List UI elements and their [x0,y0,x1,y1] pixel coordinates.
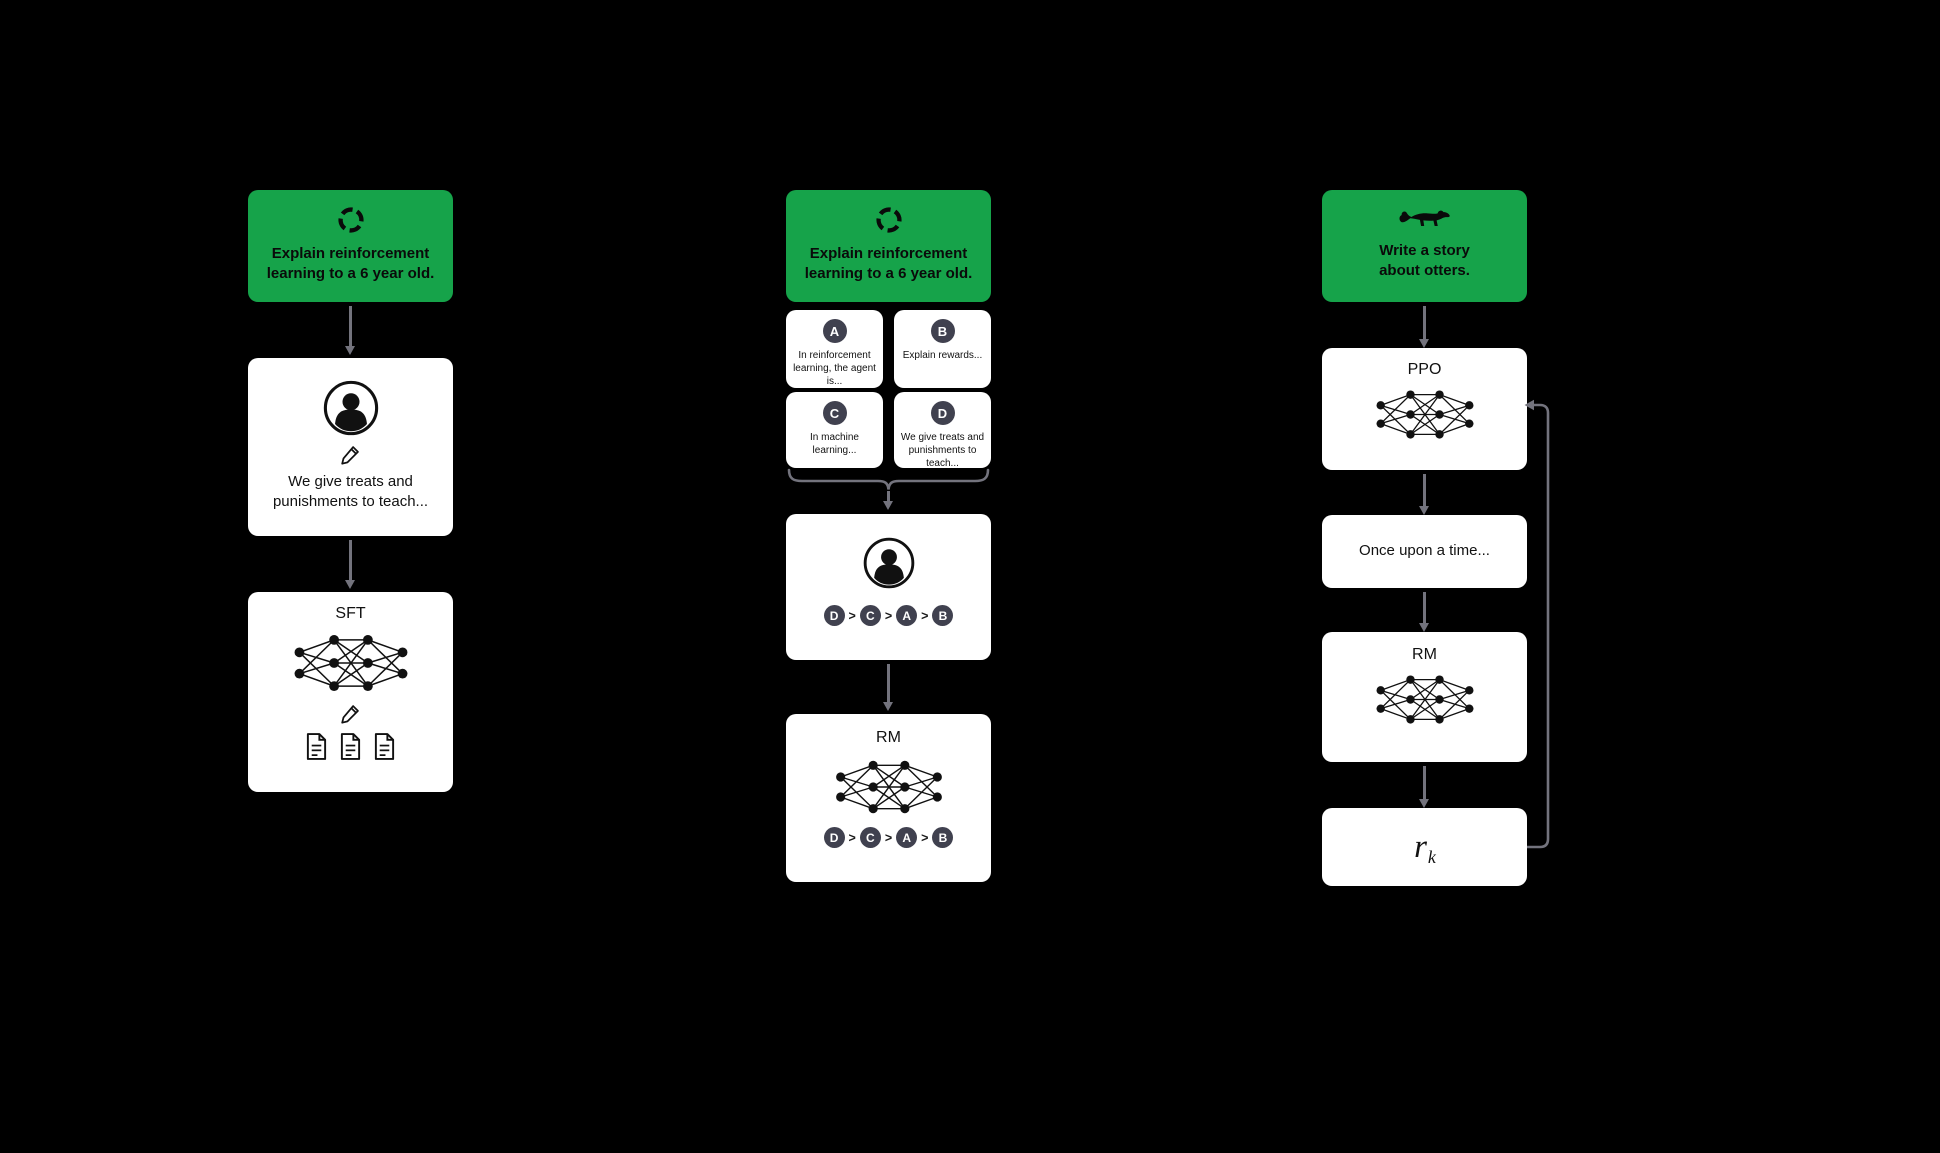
pencil-icon [340,703,361,724]
pencil-icon [340,444,361,465]
response-letter-badge: C [822,401,847,425]
rank-badge: B [932,605,954,626]
response-letter-badge: A [822,319,847,343]
rank-separator: > [848,830,856,845]
feedback-loop-arrow [1524,399,1550,849]
flow-arrow-down [1419,306,1429,348]
rank-separator: > [884,608,893,623]
neural-network-icon [1374,672,1476,727]
model-label: RM [876,729,901,746]
reward-subscript: k [1427,846,1436,867]
document-icon [305,732,328,761]
output-text: Once upon a time... [1359,542,1490,560]
demonstration-text: We give treats and punishments to teach.… [272,473,429,511]
flow-arrow-down [1419,474,1429,515]
rank-separator: > [884,830,893,845]
model-label: RM [1412,646,1437,663]
sft-model-card: SFT [248,592,453,792]
document-icon [339,732,362,761]
response-text: We give treats and punishments to teach.… [900,432,985,469]
neural-network-icon [291,631,411,695]
otter-icon [1398,206,1452,233]
cycle-icon [874,205,904,235]
reward-symbol: r [1414,828,1427,865]
step2-prompt-text: Explain reinforcement learning to a 6 ye… [804,245,973,283]
person-icon [322,379,380,437]
rank-badge: C [859,827,881,848]
neural-network-icon [1374,387,1476,442]
flow-arrow-down [883,491,893,510]
response-card-d: D We give treats and punishments to teac… [894,392,991,469]
flow-arrow-down [1419,592,1429,632]
response-card-c: C In machine learning... [786,392,883,468]
reward-model-card-step3: RM [1322,632,1527,762]
rank-badge: A [896,605,918,626]
rank-badge: B [932,827,954,848]
flow-arrow-down [345,540,355,589]
human-ranking-card: D > C > A > B [786,514,991,660]
cycle-icon [336,205,366,235]
brace-connector [787,468,990,490]
rank-separator: > [921,830,929,845]
neural-network-icon [833,757,945,817]
response-letter-badge: B [930,319,955,343]
flow-arrow-down [883,664,893,711]
response-card-b: B Explain rewards... [894,310,991,388]
policy-output-card: Once upon a time... [1322,515,1527,588]
ranking-row: D > C > A > B [823,827,954,848]
rank-badge: D [823,605,845,626]
documents-row [305,732,396,761]
rank-separator: > [848,608,856,623]
step3-prompt-card: Write a story about otters. [1322,190,1527,302]
flow-arrow-down [345,306,355,355]
person-icon [862,536,916,590]
document-icon [373,732,396,761]
rank-badge: D [823,827,845,848]
ranking-row: D > C > A > B [823,605,954,626]
step3-prompt-text: Write a story about otters. [1379,242,1470,280]
step1-prompt-text: Explain reinforcement learning to a 6 ye… [266,245,435,283]
step1-prompt-card: Explain reinforcement learning to a 6 ye… [248,190,453,302]
rank-badge: C [859,605,881,626]
response-card-a: A In reinforcement learning, the agent i… [786,310,883,388]
response-letter-badge: D [930,401,955,425]
model-label: SFT [335,605,366,622]
rank-badge: A [896,827,918,848]
labeler-demo-card: We give treats and punishments to teach.… [248,358,453,536]
model-label: PPO [1407,361,1442,378]
step2-prompt-card: Explain reinforcement learning to a 6 ye… [786,190,991,302]
response-text: Explain rewards... [902,350,983,361]
flow-arrow-down [1419,766,1429,808]
response-text: In machine learning... [810,432,859,456]
rank-separator: > [921,608,929,623]
ppo-policy-card: PPO [1322,348,1527,470]
response-text: In reinforcement learning, the agent is.… [793,350,876,387]
reward-model-card: RM D > C > A > B [786,714,991,882]
